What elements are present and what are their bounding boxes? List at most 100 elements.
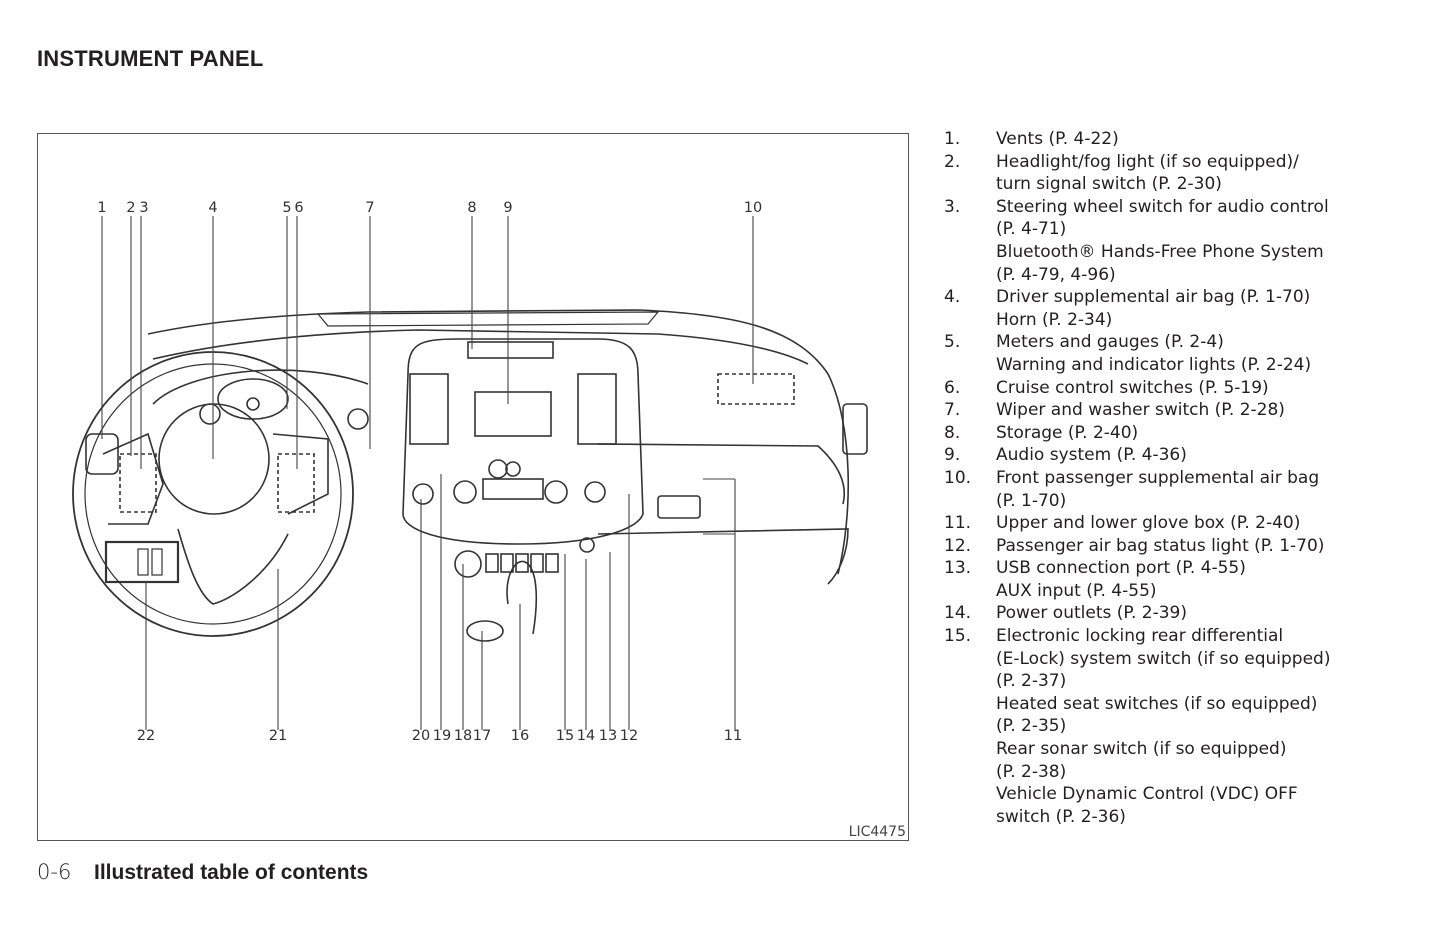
legend-line: turn signal switch (P. 2-30) — [996, 174, 1222, 195]
callout-17: 17 — [472, 728, 492, 744]
legend-item: 13.USB connection port (P. 4-55)AUX inpu… — [944, 557, 1384, 602]
legend-number: 11. — [944, 513, 972, 534]
legend-line: Horn (P. 2-34) — [996, 309, 1113, 330]
legend-number: 13. — [944, 558, 972, 579]
callout-13: 13 — [598, 728, 618, 744]
gauge-center — [246, 397, 260, 411]
legend-text: Electronic locking rear differential(E-L… — [996, 625, 1330, 828]
legend-text: Storage (P. 2-40) — [996, 422, 1138, 445]
legend-line: Electronic locking rear differential — [996, 626, 1284, 647]
legend-line: (P. 4-71) — [996, 219, 1067, 240]
legend-item: 4. Driver supplemental air bag (P. 1-70)H… — [944, 286, 1384, 331]
legend-line: Audio system (P. 4-36) — [996, 445, 1187, 466]
legend-number: 6. — [944, 377, 961, 398]
legend-item: 11.Upper and lower glove box (P. 2-40) — [944, 512, 1384, 535]
climate-panel — [482, 478, 544, 500]
center-stack — [402, 338, 644, 545]
legend-line: (P. 2-35) — [996, 716, 1067, 737]
4wd-knob — [454, 550, 482, 578]
passenger-airbag-outline — [717, 373, 795, 405]
audio-knob-left — [488, 459, 508, 479]
legend-line: Wiper and washer switch (P. 2-28) — [996, 400, 1285, 421]
power-outlet-right — [584, 481, 606, 503]
legend-number: 8. — [944, 422, 961, 443]
glove-box-upper — [597, 443, 845, 505]
airbag-status-light — [579, 537, 595, 553]
legend-item: 6. Cruise control switches (P. 5-19) — [944, 377, 1384, 400]
wheel-spoke-right — [272, 433, 329, 515]
legend-line: Vehicle Dynamic Control (VDC) OFF — [996, 784, 1298, 805]
legend-item: 8. Storage (P. 2-40) — [944, 422, 1384, 445]
callout-19: 19 — [432, 728, 452, 744]
legend-item: 5.Meters and gauges (P. 2-4)Warning and … — [944, 331, 1384, 376]
legend-text: Cruise control switches (P. 5-19) — [996, 377, 1269, 400]
wheel-spoke-left — [102, 432, 164, 525]
legend-item: 7. Wiper and washer switch (P. 2-28) — [944, 399, 1384, 422]
right-vent — [842, 403, 868, 455]
legend-number: 10. — [944, 467, 972, 488]
audio-screen — [474, 391, 552, 437]
section-title: Illustrated table of contents — [94, 861, 369, 884]
callout-4: 4 — [208, 200, 218, 216]
legend-item: 12.Passenger air bag status light (P. 1-… — [944, 535, 1384, 558]
legend-line: Vents (P. 4-22) — [996, 129, 1119, 149]
legend-line: Warning and indicator lights (P. 2-24) — [996, 354, 1312, 375]
cup-holder — [466, 620, 504, 642]
legend-line: Steering wheel switch for audio control — [996, 196, 1329, 217]
legend-line: Driver supplemental air bag (P. 1-70) — [996, 287, 1311, 308]
legend-line: Headlight/fog light (if so equipped)/ — [996, 151, 1299, 172]
legend-line: Power outlets (P. 2-39) — [996, 603, 1188, 624]
legend-number: 2. — [944, 151, 961, 172]
legend-number: 1. — [944, 129, 961, 149]
legend-text: Wiper and washer switch (P. 2-28) — [996, 399, 1285, 422]
legend-line: Bluetooth® Hands-Free Phone System — [996, 241, 1324, 262]
storage-pocket — [467, 341, 554, 359]
legend-line: AUX input (P. 4-55) — [996, 580, 1157, 601]
cruise-switch-box — [277, 453, 315, 513]
shift-lever — [506, 560, 538, 635]
legend-item: 14. Power outlets (P. 2-39) — [944, 602, 1384, 625]
legend-text: Meters and gauges (P. 2-4)Warning and in… — [996, 331, 1311, 376]
callout-18: 18 — [453, 728, 473, 744]
dash-outline — [147, 309, 849, 575]
legend-item: 15.Electronic locking rear differential(… — [944, 625, 1384, 828]
callout-5: 5 — [282, 200, 292, 216]
legend-line: (P. 4-79, 4-96) — [996, 264, 1116, 285]
speedometer — [217, 378, 289, 420]
callout-6: 6 — [294, 200, 304, 216]
legend-line: (P. 2-38) — [996, 761, 1067, 782]
page-title: INSTRUMENT PANEL — [37, 46, 264, 71]
glove-box-lower — [597, 528, 849, 585]
legend-item: 3.Steering wheel switch for audio contro… — [944, 196, 1384, 286]
callout-1: 1 — [97, 200, 107, 216]
legend-number: 15. — [944, 626, 972, 647]
legend-item: 10. Front passenger supplemental air bag(… — [944, 467, 1384, 512]
knob-left — [453, 480, 477, 504]
legend-text: Vents (P. 4-22) — [996, 128, 1119, 151]
legend-item: 2. Headlight/fog light (if so equipped)/t… — [944, 151, 1384, 196]
instrument-panel-illustration: 1 2 3 4 5 6 7 8 9 10 22 21 20 19 18 17 1… — [37, 133, 909, 841]
callout-15: 15 — [555, 728, 575, 744]
wheel-spoke-bottom — [177, 528, 289, 605]
center-left-vent — [409, 373, 449, 445]
callout-21: 21 — [268, 728, 288, 744]
legend-number: 4. — [944, 287, 961, 308]
callout-10: 10 — [743, 200, 763, 216]
legend-number: 12. — [944, 535, 972, 556]
legend-text: Front passenger supplemental air bag(P. … — [996, 467, 1319, 512]
legend-line: Heated seat switches (if so equipped) — [996, 693, 1318, 714]
knob-right — [544, 480, 568, 504]
dash-upper-line — [152, 329, 809, 365]
legend-line: Cruise control switches (P. 5-19) — [996, 377, 1269, 398]
legend-line: (E-Lock) system switch (if so equipped) — [996, 648, 1331, 669]
legend-number: 9. — [944, 445, 961, 466]
callout-8: 8 — [467, 200, 477, 216]
legend-text: Power outlets (P. 2-39) — [996, 602, 1187, 625]
legend-number: 7. — [944, 400, 961, 421]
audio-switch-box — [119, 453, 157, 513]
legend-text: Audio system (P. 4-36) — [996, 444, 1187, 467]
legend-line: Storage (P. 2-40) — [996, 422, 1139, 443]
legend-text: Steering wheel switch for audio control(… — [996, 196, 1329, 286]
callout-2: 2 — [126, 200, 136, 216]
legend-number: 14. — [944, 603, 972, 624]
